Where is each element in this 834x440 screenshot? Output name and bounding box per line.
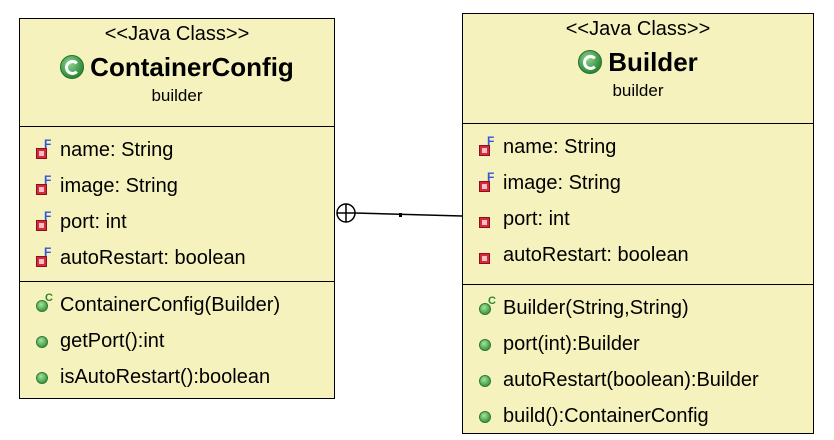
- private-final-field-icon: F: [34, 209, 56, 233]
- public-method-icon: [477, 405, 499, 427]
- private-final-field-icon: F: [477, 170, 499, 194]
- field-label: port: int: [60, 210, 127, 233]
- field-label: autoRestart: boolean: [503, 243, 689, 266]
- method-label: getPort():int: [60, 329, 165, 352]
- method-label: build():ContainerConfig: [503, 404, 709, 427]
- class-name-row: ContainerConfig: [20, 52, 334, 82]
- methods-section: C ContainerConfig(Builder) getPort():int…: [20, 282, 334, 395]
- private-field-icon: [477, 244, 499, 266]
- field-label: name: String: [60, 138, 174, 161]
- class-icon: [578, 50, 603, 74]
- method-label: isAutoRestart():boolean: [60, 365, 271, 388]
- method-label: ContainerConfig(Builder): [60, 293, 281, 316]
- class-icon: [60, 55, 85, 79]
- field-item[interactable]: F name: String: [477, 129, 813, 165]
- field-label: name: String: [503, 135, 617, 158]
- stereotype-label: <<Java Class>>: [104, 23, 250, 45]
- constructor-icon: C: [477, 295, 499, 319]
- method-item[interactable]: isAutoRestart():boolean: [34, 359, 334, 395]
- class-header: <<Java Class>> ContainerConfig builder: [20, 19, 334, 127]
- package-label: builder: [612, 81, 664, 100]
- method-label: autoRestart(boolean):Builder: [503, 368, 759, 391]
- methods-section: C Builder(String,String) port(int):Build…: [463, 285, 813, 434]
- private-final-field-icon: F: [34, 245, 56, 269]
- method-label: port(int):Builder: [503, 332, 640, 355]
- class-name: Builder: [608, 47, 698, 77]
- field-item[interactable]: F autoRestart: boolean: [34, 240, 334, 276]
- field-label: image: String: [503, 171, 621, 194]
- class-box-containerconfig[interactable]: <<Java Class>> ContainerConfig builder F…: [19, 18, 335, 399]
- field-item[interactable]: F image: String: [477, 165, 813, 201]
- private-field-icon: [477, 208, 499, 230]
- package-label: builder: [151, 86, 203, 105]
- field-label: port: int: [503, 207, 570, 230]
- public-method-icon: [34, 366, 56, 388]
- field-label: image: String: [60, 174, 178, 197]
- public-method-icon: [477, 369, 499, 391]
- fields-section: F name: String F image: String port: int…: [463, 124, 813, 285]
- method-item[interactable]: autoRestart(boolean):Builder: [477, 362, 813, 398]
- field-label: autoRestart: boolean: [60, 246, 246, 269]
- method-item[interactable]: C Builder(String,String): [477, 290, 813, 326]
- private-final-field-icon: F: [477, 134, 499, 158]
- connector-midpoint-mark: [399, 213, 402, 217]
- method-item[interactable]: C ContainerConfig(Builder): [34, 287, 334, 323]
- method-item[interactable]: build():ContainerConfig: [477, 398, 813, 434]
- field-item[interactable]: F image: String: [34, 168, 334, 204]
- public-method-icon: [34, 330, 56, 352]
- method-label: Builder(String,String): [503, 296, 689, 319]
- method-item[interactable]: port(int):Builder: [477, 326, 813, 362]
- connector-line: [354, 212, 463, 217]
- field-item[interactable]: F name: String: [34, 132, 334, 168]
- class-box-builder[interactable]: <<Java Class>> Builder builder F name: S…: [462, 13, 814, 434]
- field-item[interactable]: autoRestart: boolean: [477, 237, 813, 273]
- private-final-field-icon: F: [34, 173, 56, 197]
- field-item[interactable]: F port: int: [34, 204, 334, 240]
- class-name: ContainerConfig: [90, 52, 294, 82]
- class-name-row: Builder: [463, 47, 813, 77]
- method-item[interactable]: getPort():int: [34, 323, 334, 359]
- field-item[interactable]: port: int: [477, 201, 813, 237]
- constructor-icon: C: [34, 292, 56, 316]
- stereotype-label: <<Java Class>>: [565, 18, 711, 40]
- class-header: <<Java Class>> Builder builder: [463, 14, 813, 124]
- fields-section: F name: String F image: String F port: i…: [20, 127, 334, 282]
- public-method-icon: [477, 333, 499, 355]
- private-final-field-icon: F: [34, 137, 56, 161]
